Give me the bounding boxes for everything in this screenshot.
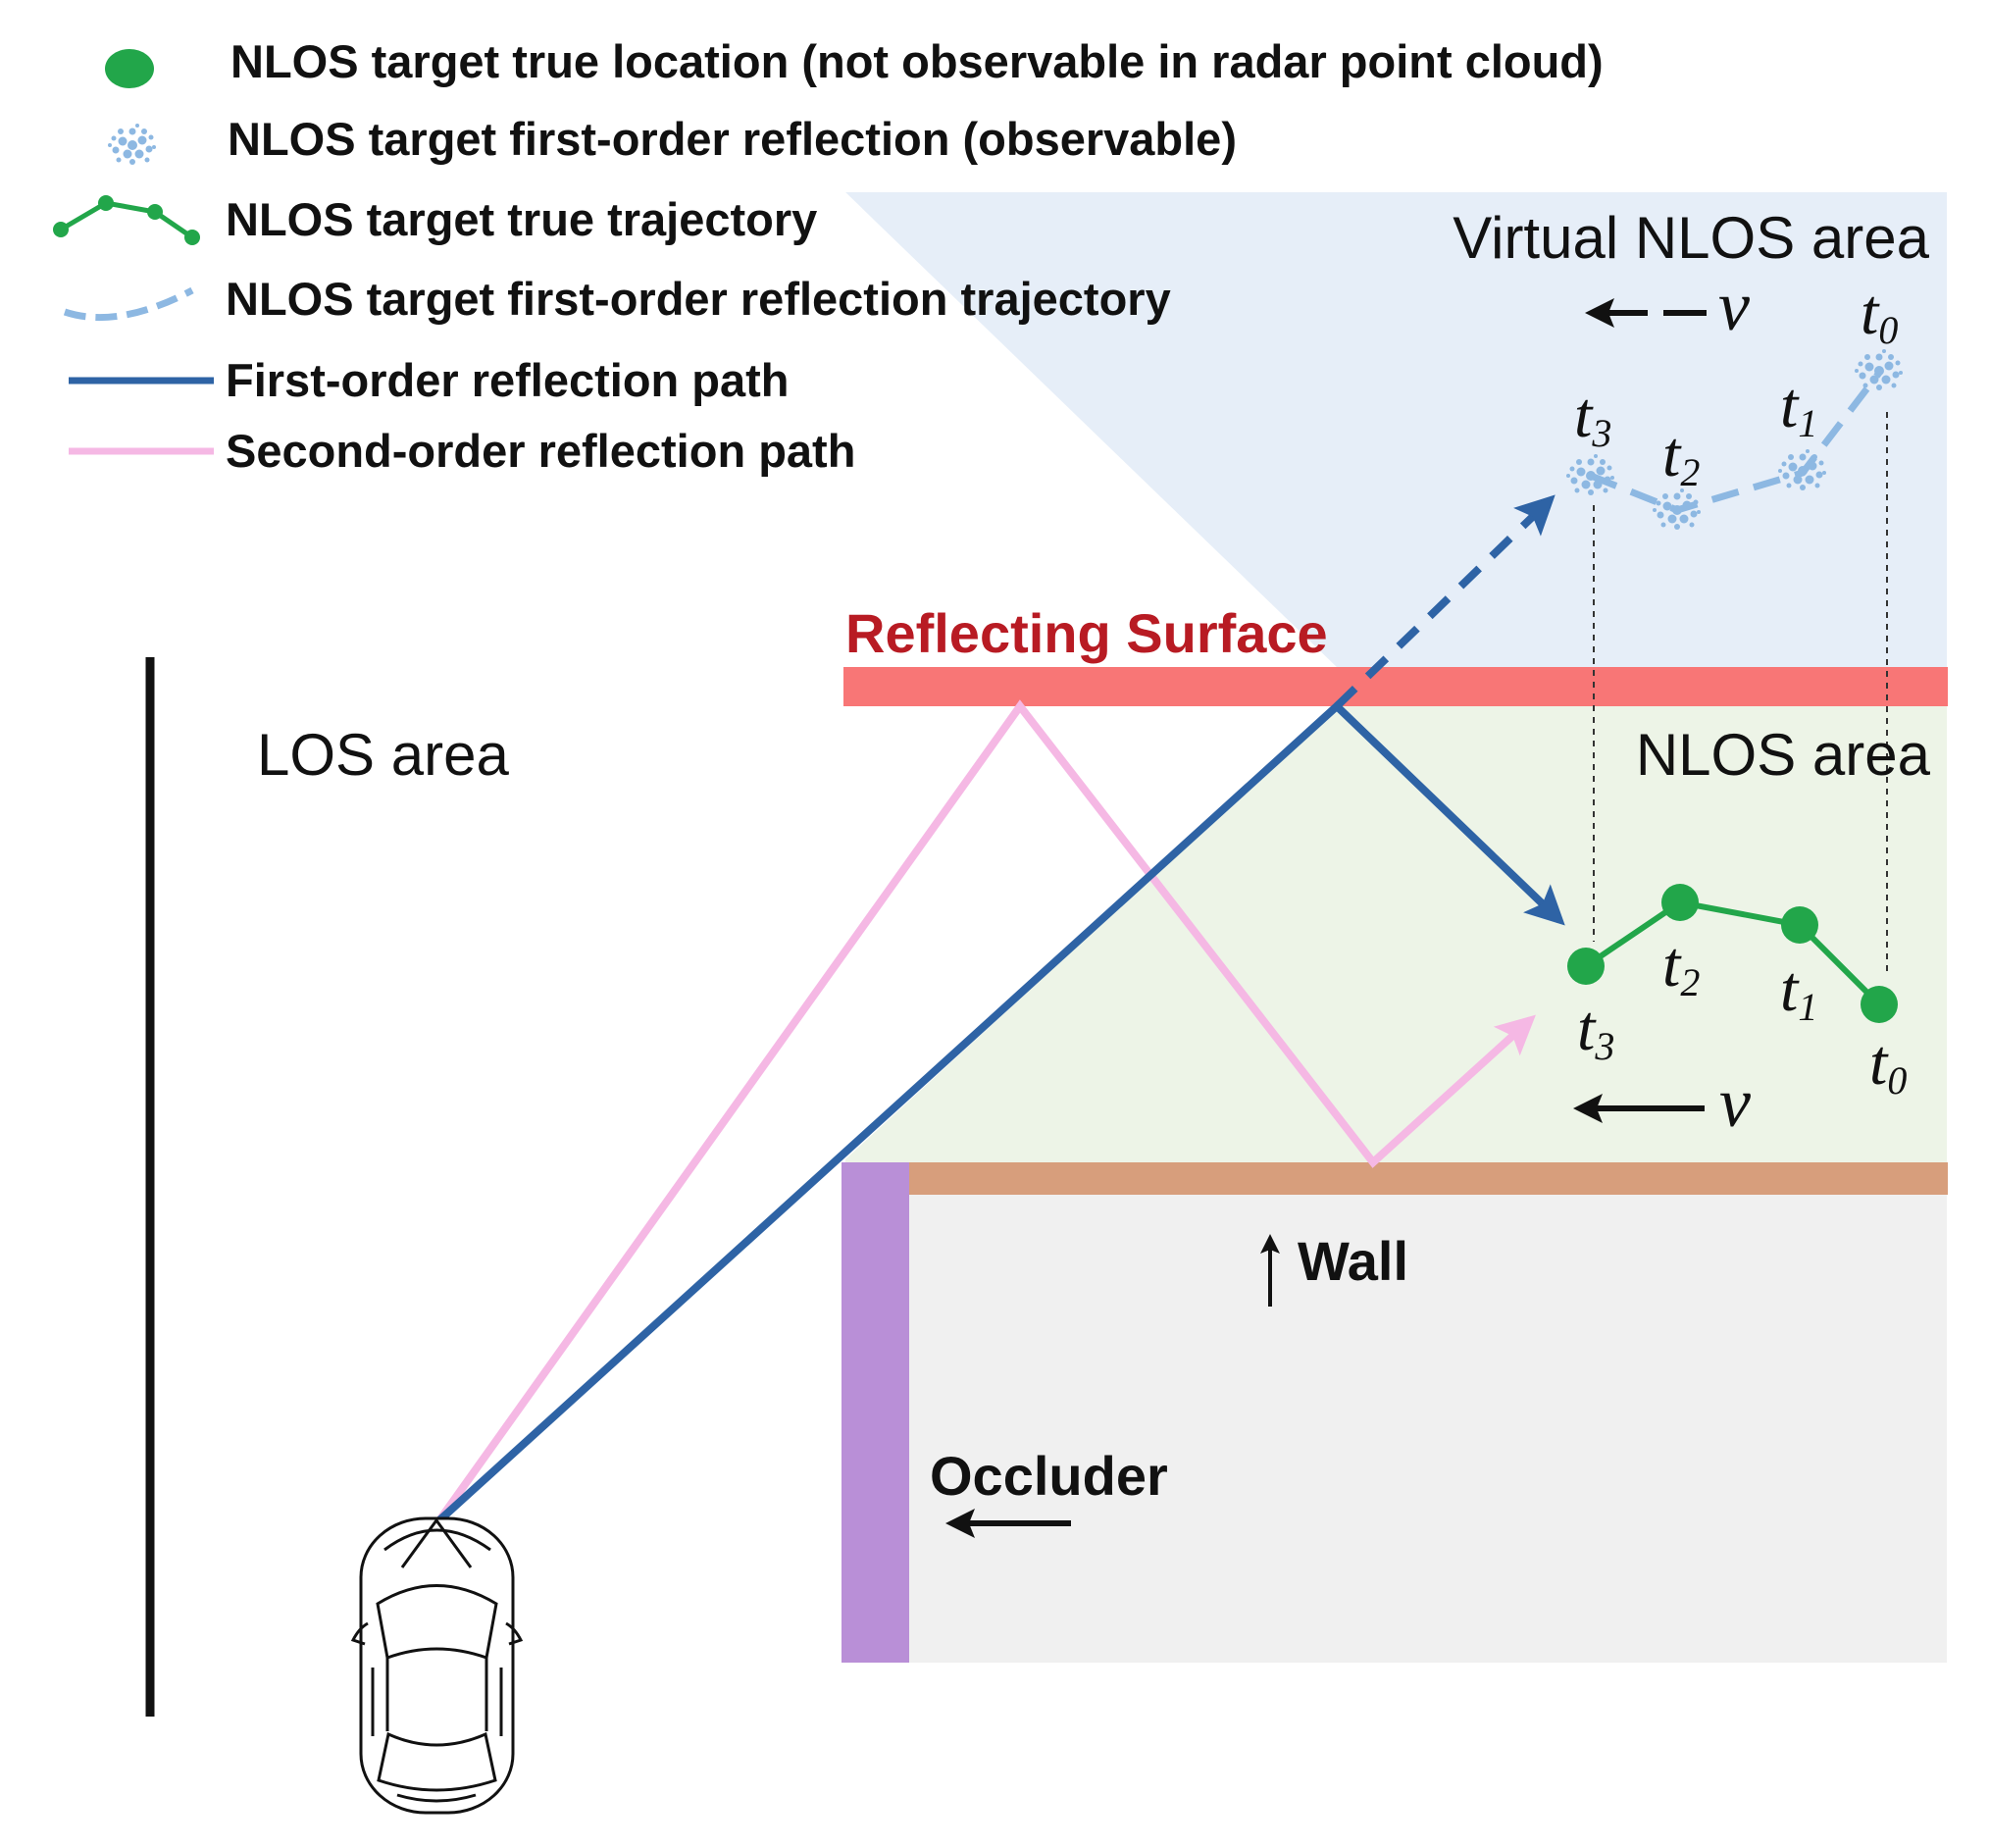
reflecting-surface-label: Reflecting Surface <box>845 602 1328 664</box>
true-time-t3: t3 <box>1577 993 1614 1068</box>
virtual-area-los-cut <box>0 192 845 669</box>
reflecting-surface <box>843 667 1948 706</box>
virtual-time-t1: t1 <box>1780 370 1817 445</box>
legend-first-order-path-text: First-order reflection path <box>226 354 790 406</box>
legend-point-cloud-icon <box>108 124 156 165</box>
legend-true-trajectory-dots <box>53 195 200 245</box>
true-time-t0: t0 <box>1869 1027 1907 1103</box>
occluder <box>842 1162 909 1663</box>
legend-reflection-trajectory-icon <box>63 286 194 322</box>
legend-true-trajectory-icon <box>59 200 194 240</box>
true-velocity-label: v <box>1719 1063 1751 1142</box>
virtual-time-t0: t0 <box>1861 277 1898 352</box>
virtual-nlos-area-label: Virtual NLOS area <box>1453 205 1929 271</box>
wall <box>908 1162 1948 1195</box>
wall-label: Wall <box>1298 1230 1408 1292</box>
legend-true-trajectory-text: NLOS target true trajectory <box>226 193 817 245</box>
true-location-t0 <box>1861 986 1898 1023</box>
occluder-label: Occluder <box>930 1445 1168 1507</box>
occluded-region <box>845 1195 1947 1663</box>
reflection-trajectory <box>1589 370 1882 514</box>
virtual-area-top-wedge-white <box>845 192 1339 669</box>
virtual-time-t2: t2 <box>1662 419 1700 494</box>
car-top-view-icon <box>350 1516 524 1815</box>
legend-reflection-trajectory-text: NLOS target first-order reflection traje… <box>226 273 1171 325</box>
nlos-area-label: NLOS area <box>1636 722 1931 788</box>
true-time-t2: t2 <box>1662 929 1700 1004</box>
virtual-velocity-label: v <box>1718 267 1750 345</box>
true-location-t2 <box>1661 884 1699 921</box>
legend-first-order-reflection-text: NLOS target first-order reflection (obse… <box>228 113 1237 165</box>
true-trajectory <box>1584 898 1882 1007</box>
legend-true-location-icon <box>105 49 154 88</box>
first-order-virtual-extension <box>1334 494 1556 709</box>
true-location-t1 <box>1781 906 1818 944</box>
true-location-t3 <box>1567 948 1605 985</box>
nlos-area-cone <box>845 706 1947 1162</box>
legend-second-order-path-text: Second-order reflection path <box>226 425 855 477</box>
legend-true-location-text: NLOS target true location (not observabl… <box>230 35 1604 87</box>
virtual-time-t3: t3 <box>1574 380 1611 455</box>
true-time-t1: t1 <box>1780 953 1817 1029</box>
true-locations <box>1567 884 1898 1023</box>
los-area-label: LOS area <box>257 722 509 788</box>
second-order-path <box>435 699 1536 1523</box>
